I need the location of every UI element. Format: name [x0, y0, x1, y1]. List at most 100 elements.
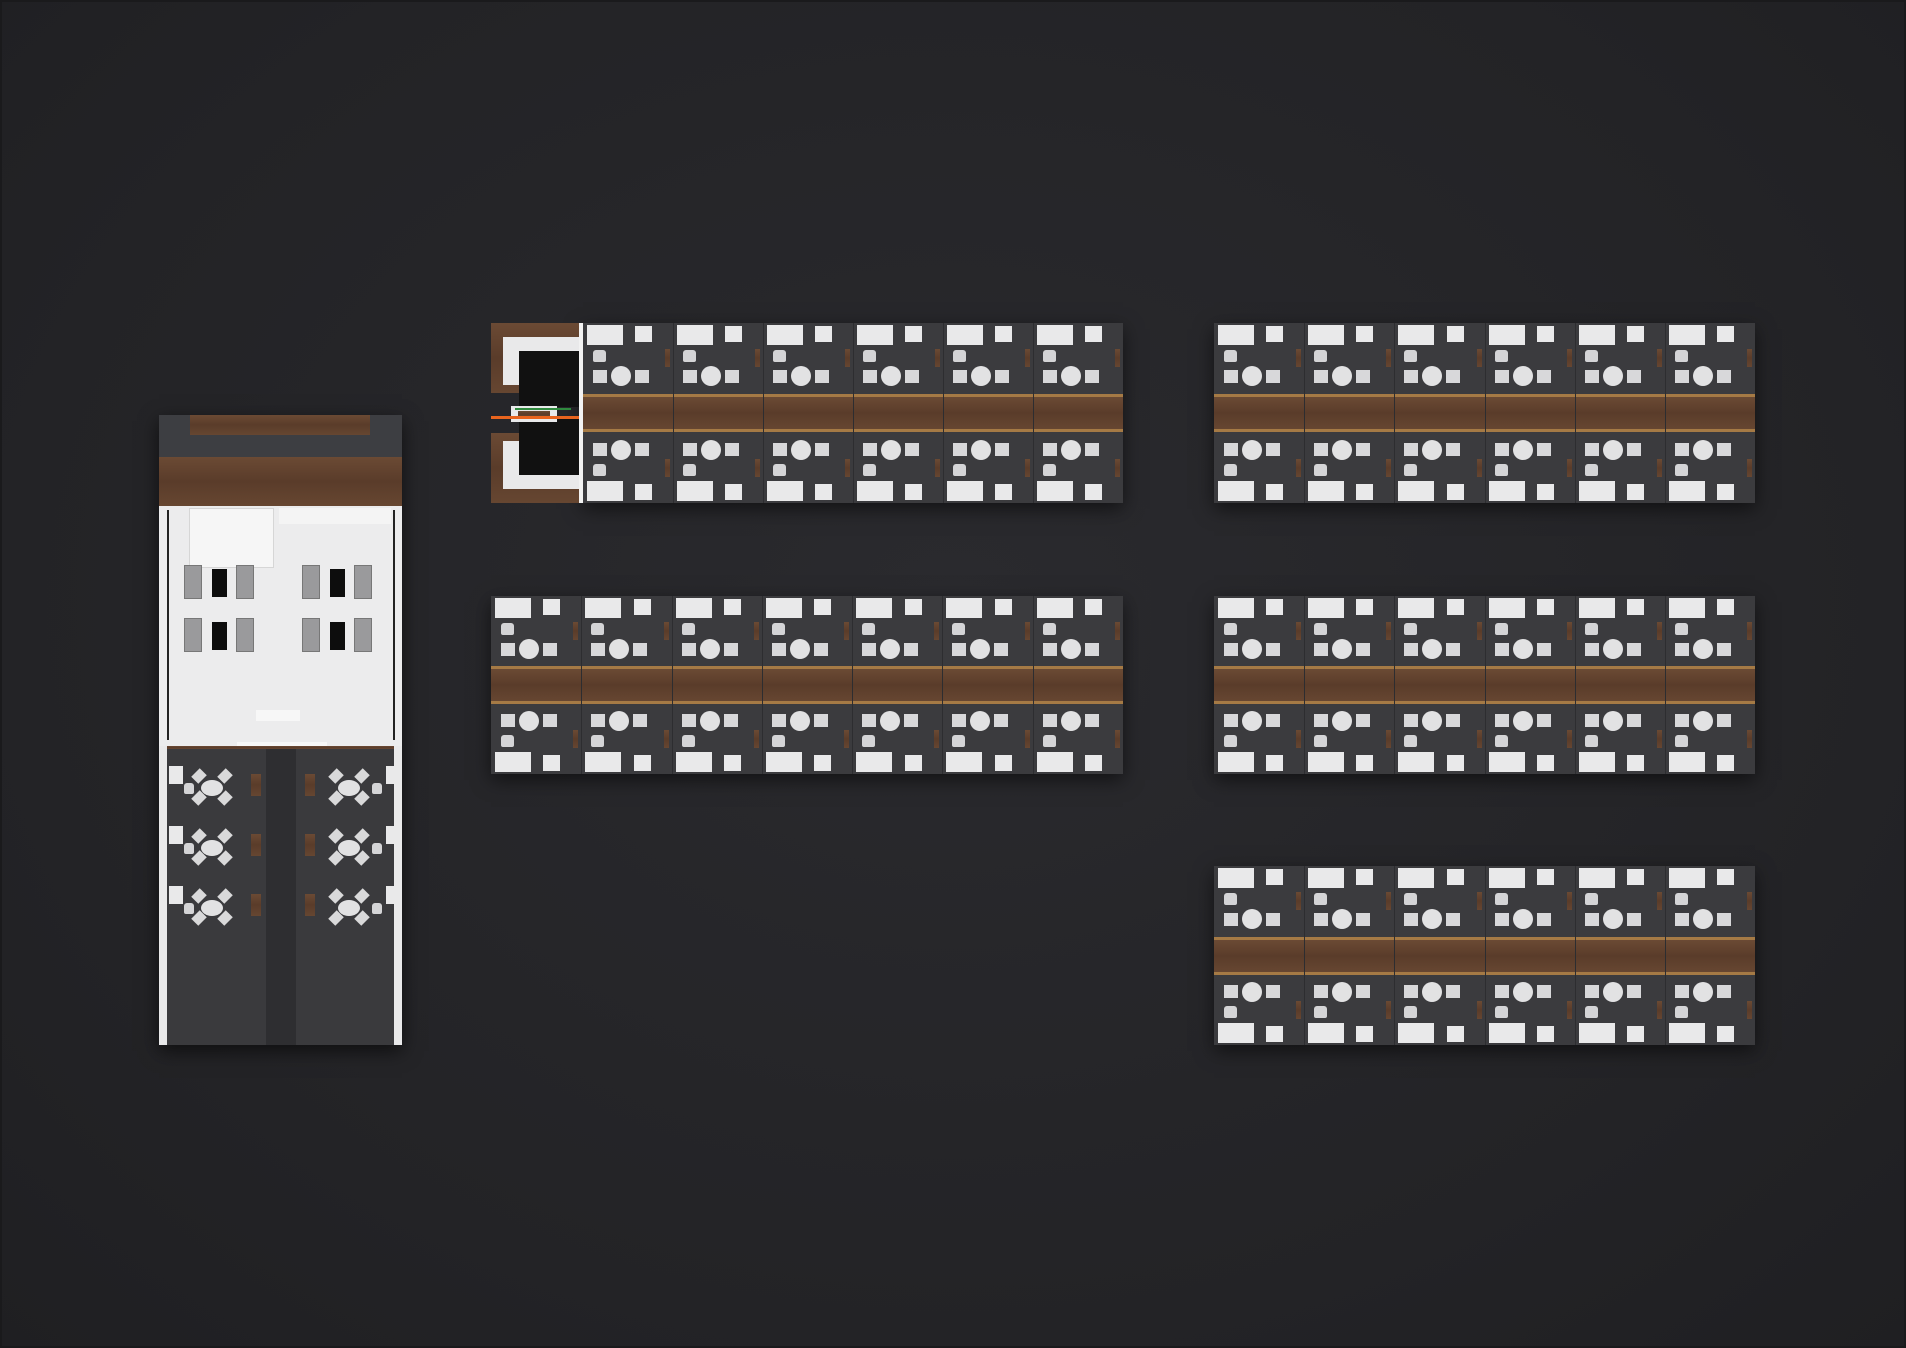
wall-right: [393, 510, 395, 740]
booth-bottom-seat-left: [591, 714, 606, 727]
booth-bottom-seat-left: [1314, 714, 1329, 727]
booth-bottom-display-counter: [765, 752, 802, 772]
booth-bottom-chair: [1404, 464, 1418, 476]
booth-top-seat-right: [1626, 913, 1641, 926]
booth-bottom-display-counter: [946, 752, 983, 772]
booth-bottom-chair: [683, 464, 696, 476]
booth-top-side-table: [635, 326, 653, 342]
booth-bottom-seat-left: [1584, 443, 1599, 456]
booth-top-side-table: [1536, 869, 1554, 885]
sofa-right: [236, 565, 254, 599]
booth-top-chair: [862, 623, 876, 635]
booth-bottom-side-table: [815, 484, 833, 500]
booth-bottom-wood-panel: [1747, 1001, 1752, 1019]
wall-display: [169, 826, 183, 844]
booth-top-side-table: [814, 599, 832, 615]
booth-bottom-round-table: [1602, 982, 1623, 1002]
booth-bottom-round-table: [1602, 440, 1623, 460]
booth-bottom-seat-left: [1584, 714, 1599, 727]
booth-top-display-counter: [1398, 598, 1435, 618]
booth-top-chair: [1584, 350, 1598, 362]
booth-bottom-wood-panel: [1747, 730, 1752, 748]
booth-bottom-round-table: [609, 711, 630, 731]
booth-bottom-chair: [952, 735, 966, 747]
booth-bottom-seat-right: [1536, 443, 1551, 456]
booth-top-side-table: [994, 599, 1012, 615]
booth-top-display-counter: [1488, 325, 1525, 345]
booth-top-seat-right: [723, 643, 738, 656]
booth-divider: [1394, 323, 1396, 503]
booth-divider: [1664, 866, 1666, 1045]
booth-top-round-table: [881, 366, 901, 386]
booth-bottom-chair: [863, 464, 876, 476]
booth-top-display-counter: [1218, 598, 1254, 618]
sofa-left: [302, 618, 320, 652]
booth-top-side-table: [1446, 869, 1464, 885]
booth-bottom-chair: [1404, 1006, 1418, 1018]
booth-bottom-seat-left: [1674, 985, 1689, 998]
booth-top-display-counter: [1488, 598, 1525, 618]
booth-top-wood-panel: [1115, 622, 1120, 640]
booth-bottom-seat-left: [1224, 714, 1238, 727]
booth-top-wood-panel: [573, 622, 579, 640]
booth-top-round-table: [611, 366, 631, 386]
booth-top-side-table: [1626, 326, 1644, 342]
booth-bottom-display-counter: [767, 481, 803, 501]
booth-divider: [1394, 866, 1396, 1045]
wood-deck: [159, 457, 402, 506]
booth-top-wood-panel: [935, 349, 940, 367]
sofa-left: [184, 565, 202, 599]
booth-bottom-wood-panel: [753, 730, 759, 748]
booth-top-wood-panel: [1024, 622, 1030, 640]
booth-bottom-seat-left: [1494, 443, 1509, 456]
booth-top-round-table: [699, 639, 720, 659]
booth-bottom-chair: [1494, 464, 1508, 476]
booth-bottom-round-table: [519, 711, 539, 731]
booth-bottom-seat-right: [1356, 985, 1371, 998]
booth-top-seat-left: [1674, 913, 1689, 926]
wall-display: [169, 886, 183, 904]
aisle-trim-top: [491, 666, 1123, 669]
booth-bottom-display-counter: [585, 752, 622, 772]
booth-top-display-counter: [495, 598, 531, 618]
booth-top-wood-panel: [845, 349, 850, 367]
booth-bottom-wood-panel: [1656, 1001, 1662, 1019]
booth-bottom-side-table: [1626, 1026, 1644, 1042]
booth-top-display-counter: [1578, 325, 1615, 345]
booth-bottom-seat-right: [1085, 443, 1099, 456]
booth-bottom-display-counter: [1578, 481, 1615, 501]
booth-top-round-table: [1242, 639, 1262, 659]
booth-bottom-chair: [1224, 464, 1237, 476]
booth-top-round-table: [1332, 909, 1353, 929]
booth-top-chair: [1494, 623, 1508, 635]
booth-top-seat-left: [952, 643, 967, 656]
dining-wood-panel: [251, 774, 261, 796]
coffee-table: [330, 569, 345, 597]
wall-chair: [184, 843, 194, 854]
booth-bottom-round-table: [1602, 711, 1623, 731]
wall-chair: [372, 843, 382, 854]
booth-top-seat-left: [1043, 370, 1057, 383]
booth-top-seat-left: [1314, 643, 1329, 656]
booth-top-side-table: [723, 599, 741, 615]
booth-bottom-chair: [1674, 735, 1688, 747]
booth-bottom-seat-left: [863, 443, 877, 456]
booth-bottom-round-table: [701, 440, 721, 460]
booth-bottom-side-table: [725, 484, 743, 500]
booth-bottom-display-counter: [857, 481, 893, 501]
booth-top-seat-left: [862, 643, 877, 656]
reception-bench: [256, 710, 300, 721]
booth-top-round-table: [1692, 366, 1713, 386]
booth-bottom-display-counter: [1308, 752, 1345, 772]
booth-bottom-round-table: [1512, 440, 1533, 460]
booth-bottom-seat-right: [1266, 443, 1280, 456]
wall-display: [386, 766, 400, 784]
booth-bottom-chair: [773, 464, 786, 476]
booth-bottom-seat-left: [862, 714, 877, 727]
booth-top-wood-panel: [1656, 349, 1662, 367]
booth-top-wood-panel: [1566, 622, 1572, 640]
booth-top-chair: [1674, 893, 1688, 905]
booth-bottom-chair: [1042, 735, 1056, 747]
booth-bottom-wood-panel: [1386, 1001, 1392, 1019]
booth-bottom-seat-right: [635, 443, 649, 456]
